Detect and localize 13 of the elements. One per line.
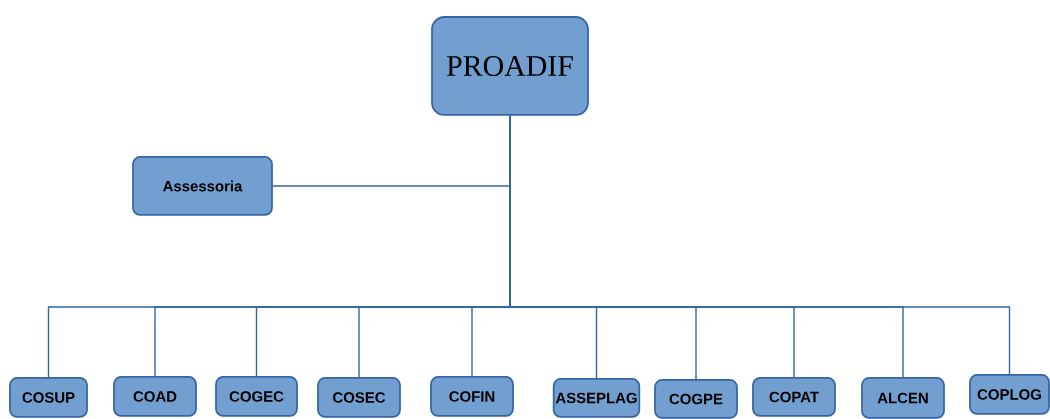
unit-box: COPAT bbox=[752, 377, 836, 417]
unit-box: COFIN bbox=[430, 376, 514, 417]
unit-box: COSUP bbox=[9, 377, 88, 418]
connector-line bbox=[509, 115, 1011, 375]
title-box: PROADIF bbox=[431, 16, 589, 116]
unit-box: COGPE bbox=[654, 379, 738, 419]
unit-box: COSEC bbox=[317, 377, 401, 418]
unit-box: ASSEPLAG bbox=[552, 378, 641, 418]
unit-box: COGEC bbox=[215, 376, 298, 417]
unit-box: ALCEN bbox=[861, 377, 945, 419]
unit-box: Assessoria bbox=[132, 156, 273, 216]
unit-box: COPLOG bbox=[969, 374, 1050, 415]
unit-box: COAD bbox=[113, 376, 197, 417]
